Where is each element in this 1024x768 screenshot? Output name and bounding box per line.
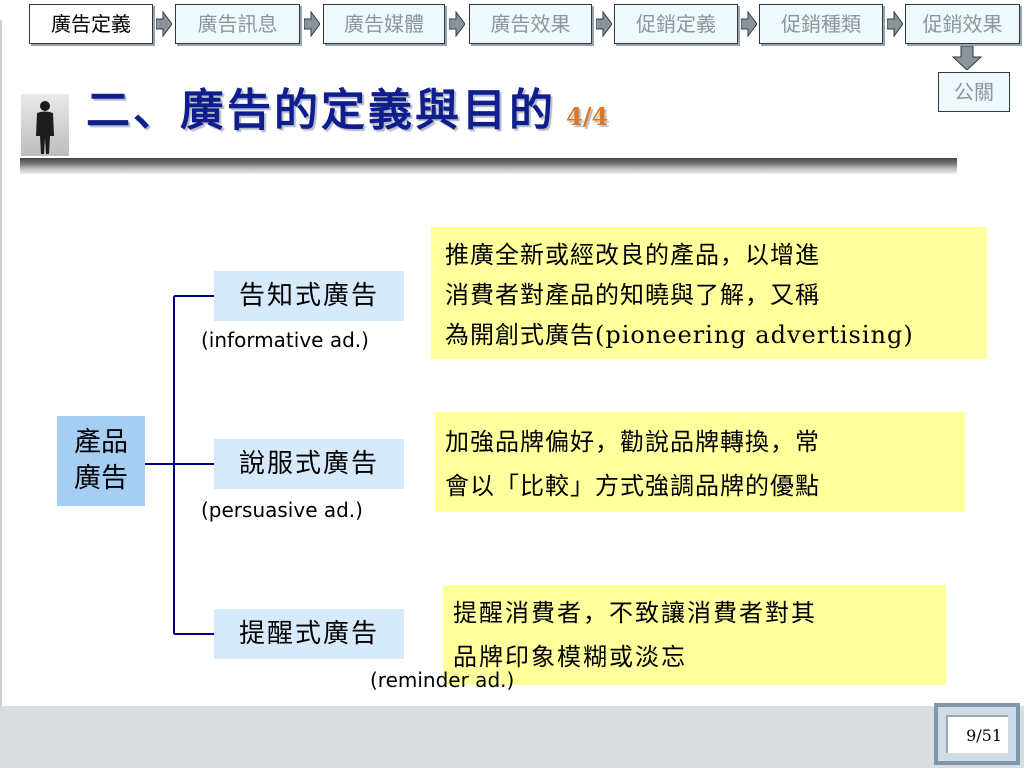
desc-line: 提醒消費者，不致讓消費者對其 xyxy=(453,599,817,627)
desc-persuasive-ad: 加強品牌偏好，勸說品牌轉換，常 會以「比較」方式強調品牌的優點 xyxy=(435,412,965,512)
businessman-figure-icon xyxy=(21,94,69,156)
desc-line: 消費者對產品的知曉與了解，又稱 xyxy=(445,281,820,309)
top-navigation: 廣告定義 廣告訊息 廣告媒體 廣告效果 促銷定義 促銷種類 促銷效果 xyxy=(29,4,1022,46)
branch-persuasive-ad: 說服式廣告 xyxy=(214,439,404,489)
page-counter: 9/51 xyxy=(934,703,1020,765)
root-node-line-2: 廣告 xyxy=(74,463,128,494)
nav-tab-public-relations[interactable]: 公關 xyxy=(938,72,1010,112)
branch-reminder-ad: 提醒式廣告 xyxy=(214,609,404,659)
nav-tab-promo-types[interactable]: 促銷種類 xyxy=(759,4,883,44)
branch-persuasive-en-label: (persuasive ad.) xyxy=(201,498,363,522)
nav-arrow-right-icon xyxy=(741,10,757,38)
nav-tab-ad-message[interactable]: 廣告訊息 xyxy=(175,4,300,44)
footer-strip xyxy=(0,706,1024,768)
desc-line: 加強品牌偏好，勸說品牌轉換，常 xyxy=(445,428,820,456)
nav-arrow-down-icon xyxy=(952,46,982,70)
desc-line: 推廣全新或經改良的產品，以增進 xyxy=(445,241,820,269)
nav-tab-ad-media[interactable]: 廣告媒體 xyxy=(323,4,445,44)
slide-left-border xyxy=(0,20,2,710)
nav-arrow-right-icon xyxy=(304,10,320,38)
desc-line: 品牌印象模糊或淡忘 xyxy=(453,643,687,671)
page-title-text: 二、廣告的定義與目的 xyxy=(86,85,556,136)
desc-informative-ad: 推廣全新或經改良的產品，以增進 消費者對產品的知曉與了解，又稱 為開創式廣告(p… xyxy=(431,227,987,359)
page-fraction: 4/4 xyxy=(566,102,609,131)
branch-reminder-en-label: (reminder ad.) xyxy=(370,668,515,692)
desc-line: 會以「比較」方式強調品牌的優點 xyxy=(445,472,820,500)
page-counter-text: 9/51 xyxy=(946,715,1008,753)
nav-tab-promo-definition[interactable]: 促銷定義 xyxy=(614,4,738,44)
root-node-line-1: 產品 xyxy=(74,427,128,458)
header-divider-bar xyxy=(20,158,957,174)
nav-arrow-right-icon xyxy=(449,10,465,38)
desc-reminder-ad: 提醒消費者，不致讓消費者對其 品牌印象模糊或淡忘 xyxy=(443,585,946,685)
nav-arrow-right-icon xyxy=(156,10,172,38)
nav-arrow-right-icon xyxy=(887,10,903,38)
nav-arrow-right-icon xyxy=(596,10,612,38)
nav-tab-ad-effect[interactable]: 廣告效果 xyxy=(469,4,592,44)
branch-informative-en-label: (informative ad.) xyxy=(201,328,369,352)
nav-tab-promo-effect[interactable]: 促銷效果 xyxy=(905,4,1020,44)
branch-informative-ad: 告知式廣告 xyxy=(214,271,404,321)
root-node-product-ad: 產品 廣告 xyxy=(57,416,145,506)
nav-tab-ad-definition[interactable]: 廣告定義 xyxy=(29,4,153,44)
page-title: 二、廣告的定義與目的 4/4 xyxy=(86,74,608,138)
desc-line: 為開創式廣告(pioneering advertising) xyxy=(445,321,914,349)
